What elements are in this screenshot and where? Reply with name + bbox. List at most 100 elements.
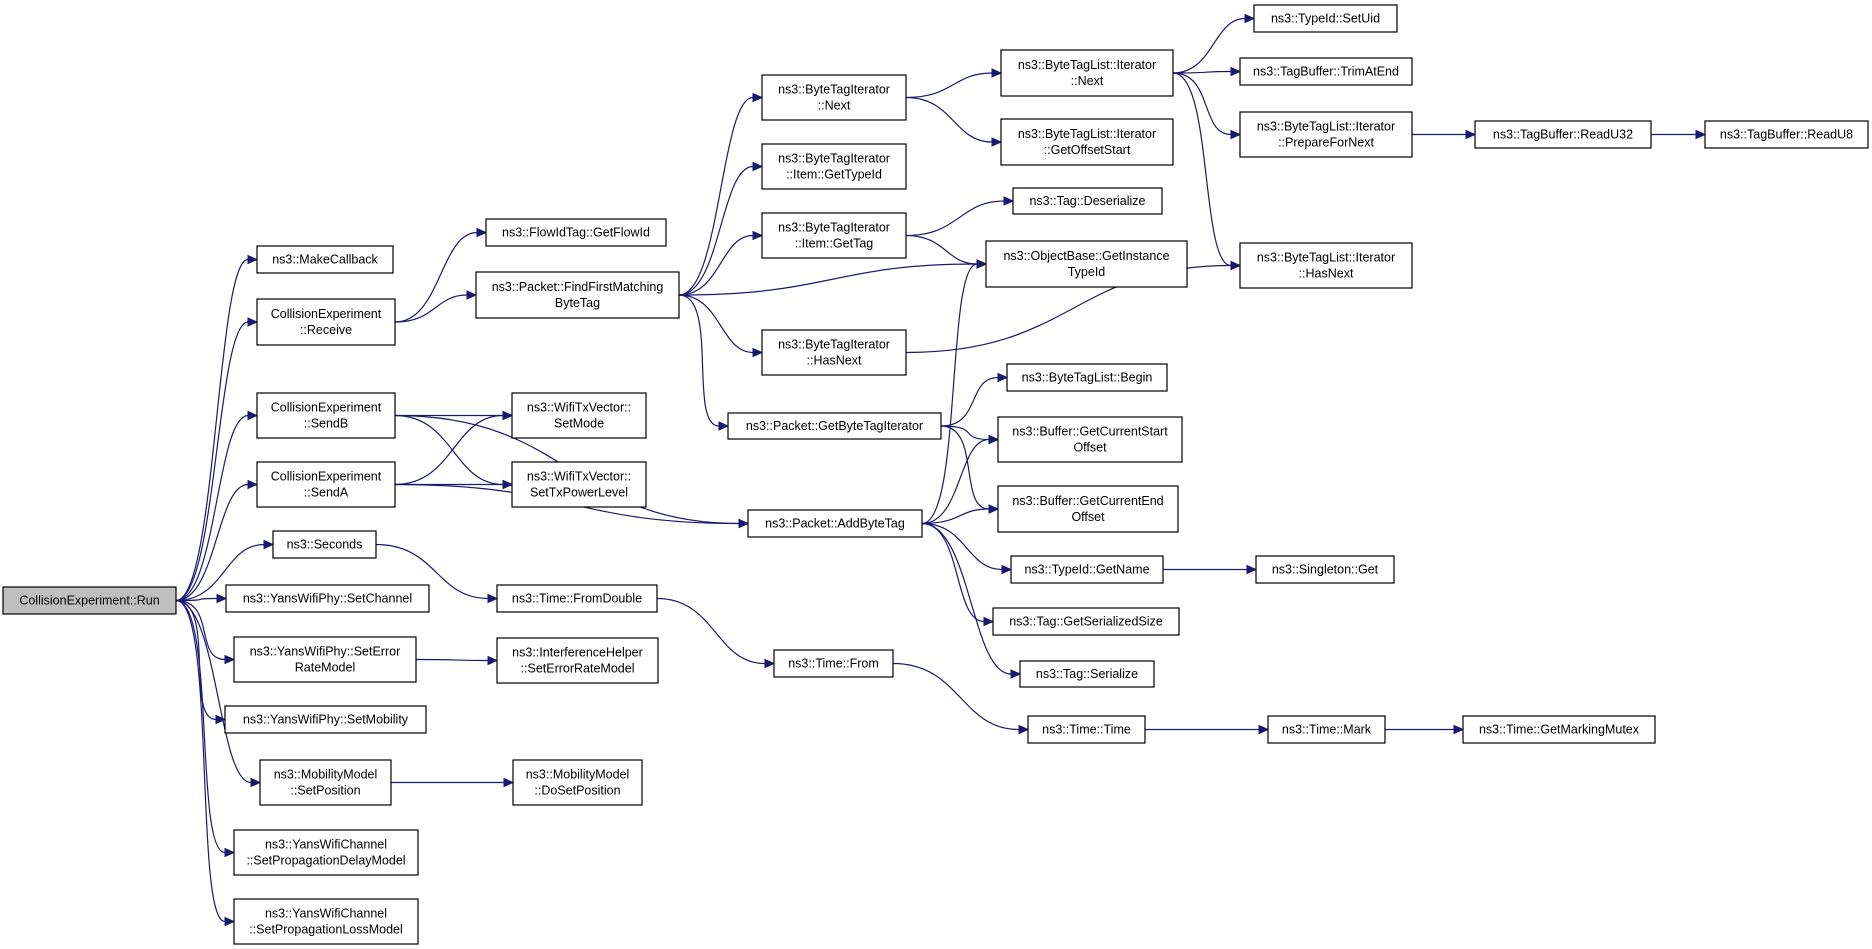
node-label: ns3::ByteTagIterator <box>778 83 890 97</box>
arrowhead <box>1018 724 1030 735</box>
node-label: ns3::ByteTagIterator <box>778 221 890 235</box>
edge-timefrom-to-timetime <box>892 662 1020 731</box>
node-label: ns3::Time::From <box>788 657 879 671</box>
node-label: ns3::Time::Time <box>1042 723 1131 737</box>
node-timetime[interactable]: ns3::Time::Time <box>1027 715 1146 744</box>
node-label: ns3::WifiTxVector:: <box>527 401 631 415</box>
node-box <box>997 416 1183 463</box>
node-box <box>233 898 419 945</box>
node-label: CollisionExperiment::Run <box>19 594 159 608</box>
node-box <box>773 649 894 678</box>
edge-findfirst-to-getbytetagiter <box>678 294 720 427</box>
node-box <box>485 218 667 247</box>
node-getflowid[interactable]: ns3::FlowIdTag::GetFlowId <box>485 218 667 247</box>
node-box <box>747 509 923 538</box>
node-label: ns3::Buffer::GetCurrentStart <box>1012 425 1168 439</box>
node-setpropdelay[interactable]: ns3::YansWifiChannel::SetPropagationDela… <box>233 829 419 876</box>
node-box <box>1255 555 1395 584</box>
edge-fromdouble-to-timefrom <box>656 597 766 665</box>
node-label: ByteTag <box>555 296 600 310</box>
node-label: ns3::Singleton::Get <box>1272 563 1379 577</box>
arrowhead <box>503 777 515 788</box>
arrowhead <box>1010 669 1022 679</box>
node-run[interactable]: CollisionExperiment::Run <box>2 586 177 615</box>
node-label: ns3::Packet::GetByteTagIterator <box>746 419 923 433</box>
node-seterrorratemodel[interactable]: ns3::YansWifiPhy::SetErrorRateModel <box>233 636 417 683</box>
node-tagserializedsize[interactable]: ns3::Tag::GetSerializedSize <box>992 607 1180 636</box>
node-btlbegin[interactable]: ns3::ByteTagList::Begin <box>1006 363 1168 392</box>
node-trimatend[interactable]: ns3::TagBuffer::TrimAtEnd <box>1239 57 1413 86</box>
node-setchannel[interactable]: ns3::YansWifiPhy::SetChannel <box>225 584 430 613</box>
node-tagdeserialize[interactable]: ns3::Tag::Deserialize <box>1012 187 1163 215</box>
node-box <box>761 143 907 190</box>
node-label: ns3::ByteTagList::Begin <box>1022 371 1153 385</box>
node-label: ::GetOffsetStart <box>1044 143 1131 157</box>
node-setmode[interactable]: ns3::WifiTxVector::SetMode <box>511 392 647 439</box>
node-btlgetoffset[interactable]: ns3::ByteTagList::Iterator::GetOffsetSta… <box>1000 118 1174 166</box>
node-label: ::SendA <box>304 486 349 500</box>
node-getbytetagiter[interactable]: ns3::Packet::GetByteTagIterator <box>727 412 942 440</box>
node-senda[interactable]: CollisionExperiment::SendA <box>256 461 396 508</box>
node-label: ns3::MobilityModel <box>526 768 630 782</box>
arrowhead <box>224 916 236 927</box>
node-readu32[interactable]: ns3::TagBuffer::ReadU32 <box>1474 120 1652 149</box>
node-box <box>256 392 396 439</box>
node-timemark[interactable]: ns3::Time::Mark <box>1267 715 1386 744</box>
arrowhead <box>1465 129 1477 140</box>
node-label: ns3::TypeId::SetUid <box>1271 12 1380 26</box>
node-timefrom[interactable]: ns3::Time::From <box>773 649 894 678</box>
node-dosetposition[interactable]: ns3::MobilityModel::DoSetPosition <box>512 759 643 806</box>
arrowhead <box>738 518 750 529</box>
node-seconds[interactable]: ns3::Seconds <box>272 530 377 559</box>
node-label: ns3::Tag::Deserialize <box>1029 194 1145 208</box>
node-box <box>475 271 680 319</box>
node-typeidgetname[interactable]: ns3::TypeId::GetName <box>1010 555 1164 584</box>
edge-addbytetag-to-tagserializedsize <box>921 522 985 623</box>
node-setproploss[interactable]: ns3::YansWifiChannel::SetPropagationLoss… <box>233 898 419 945</box>
node-makecallback[interactable]: ns3::MakeCallback <box>256 245 394 274</box>
node-btigettypeid[interactable]: ns3::ByteTagIterator::Item::GetTypeId <box>761 143 907 190</box>
node-btliternext[interactable]: ns3::ByteTagList::Iterator::Next <box>1000 49 1174 97</box>
node-label: ns3::ObjectBase::GetInstance <box>1003 249 1169 263</box>
node-ihseterror[interactable]: ns3::InterferenceHelper::SetErrorRateMod… <box>496 637 659 684</box>
node-box <box>256 461 396 508</box>
node-singletonget[interactable]: ns3::Singleton::Get <box>1255 555 1395 584</box>
node-label: ns3::Tag::GetSerializedSize <box>1009 615 1163 629</box>
arrowhead <box>1001 564 1013 575</box>
node-box <box>1253 4 1398 33</box>
node-receive[interactable]: CollisionExperiment::Receive <box>256 298 396 346</box>
arrowhead <box>1003 196 1015 206</box>
edge-btliternext-to-trimatend <box>1172 70 1232 74</box>
node-btigettag[interactable]: ns3::ByteTagIterator::Item::GetTag <box>761 212 907 259</box>
node-btinext[interactable]: ns3::ByteTagIterator::Next <box>761 74 907 121</box>
edge-btinext-to-btliternext <box>905 72 993 99</box>
node-label: ns3::MobilityModel <box>274 768 378 782</box>
node-box <box>1239 242 1413 289</box>
node-box <box>259 759 392 806</box>
node-typeidsetuid[interactable]: ns3::TypeId::SetUid <box>1253 4 1398 33</box>
edge-run-to-senda <box>175 483 249 602</box>
node-preparefornext[interactable]: ns3::ByteTagList::Iterator::PrepareForNe… <box>1239 111 1413 158</box>
node-label: ns3::Packet::AddByteTag <box>765 517 905 531</box>
node-label: ::Next <box>1071 74 1104 88</box>
node-settxpower[interactable]: ns3::WifiTxVector::SetTxPowerLevel <box>511 461 647 508</box>
node-box <box>496 637 659 684</box>
node-fromdouble[interactable]: ns3::Time::FromDouble <box>496 584 658 613</box>
node-tagserialize[interactable]: ns3::Tag::Serialize <box>1019 660 1155 688</box>
node-btihasnext[interactable]: ns3::ByteTagIterator::HasNext <box>761 329 907 376</box>
node-label: ns3::Buffer::GetCurrentEnd <box>1012 494 1163 508</box>
node-btlhasnext[interactable]: ns3::ByteTagList::Iterator::HasNext <box>1239 242 1413 289</box>
node-setmobility[interactable]: ns3::YansWifiPhy::SetMobility <box>224 705 427 734</box>
node-sendb[interactable]: CollisionExperiment::SendB <box>256 392 396 439</box>
node-addbytetag[interactable]: ns3::Packet::AddByteTag <box>747 509 923 538</box>
node-label: ::DoSetPosition <box>534 784 620 798</box>
node-getmarkingmutex[interactable]: ns3::Time::GetMarkingMutex <box>1462 715 1656 744</box>
node-setposition[interactable]: ns3::MobilityModel::SetPosition <box>259 759 392 806</box>
node-readu8[interactable]: ns3::TagBuffer::ReadU8 <box>1704 120 1869 149</box>
edge-receive-to-findfirst <box>394 294 468 323</box>
